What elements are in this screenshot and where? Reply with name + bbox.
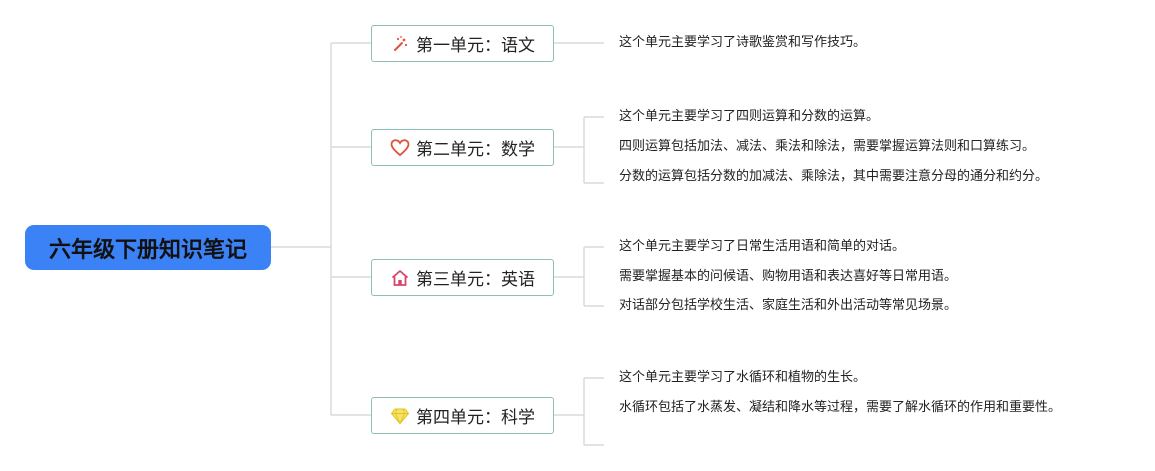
unit-node-chinese[interactable]: 第一单元：语文 bbox=[371, 25, 554, 62]
unit-node-math[interactable]: 第二单元：数学 bbox=[371, 129, 554, 166]
root-topic-label: 六年级下册知识笔记 bbox=[48, 237, 247, 263]
note-item: 分数的运算包括分数的加减法、乘除法，其中需要注意分母的通分和约分。 bbox=[619, 169, 1049, 184]
note-item: 这个单元主要学习了日常生活用语和简单的对话。 bbox=[619, 239, 906, 254]
note-item: 这个单元主要学习了四则运算和分数的运算。 bbox=[619, 109, 880, 124]
unit-node-science[interactable]: 第四单元：科学 bbox=[371, 397, 554, 434]
heart-icon bbox=[390, 138, 410, 158]
note-item: 这个单元主要学习了诗歌鉴赏和写作技巧。 bbox=[619, 35, 867, 50]
note-item: 水循环包括了水蒸发、凝结和降水等过程，需要了解水循环的作用和重要性。 bbox=[619, 400, 1062, 415]
magic-wand-icon bbox=[390, 34, 410, 54]
unit-label: 第三单元：英语 bbox=[416, 270, 535, 290]
note-item: 对话部分包括学校生活、家庭生活和外出活动等常见场景。 bbox=[619, 298, 958, 313]
unit-label: 第一单元：语文 bbox=[416, 36, 535, 56]
unit-node-english[interactable]: 第三单元：英语 bbox=[371, 259, 554, 296]
note-item: 需要掌握基本的问候语、购物用语和表达喜好等日常用语。 bbox=[619, 269, 958, 284]
unit-label: 第二单元：数学 bbox=[416, 140, 535, 160]
home-icon bbox=[390, 268, 410, 288]
note-item: 这个单元主要学习了水循环和植物的生长。 bbox=[619, 370, 867, 385]
diamond-icon bbox=[390, 406, 410, 426]
note-item: 四则运算包括加法、减法、乘法和除法，需要掌握运算法则和口算练习。 bbox=[619, 139, 1036, 154]
unit-label: 第四单元：科学 bbox=[416, 408, 535, 428]
root-topic[interactable]: 六年级下册知识笔记 bbox=[25, 225, 271, 270]
